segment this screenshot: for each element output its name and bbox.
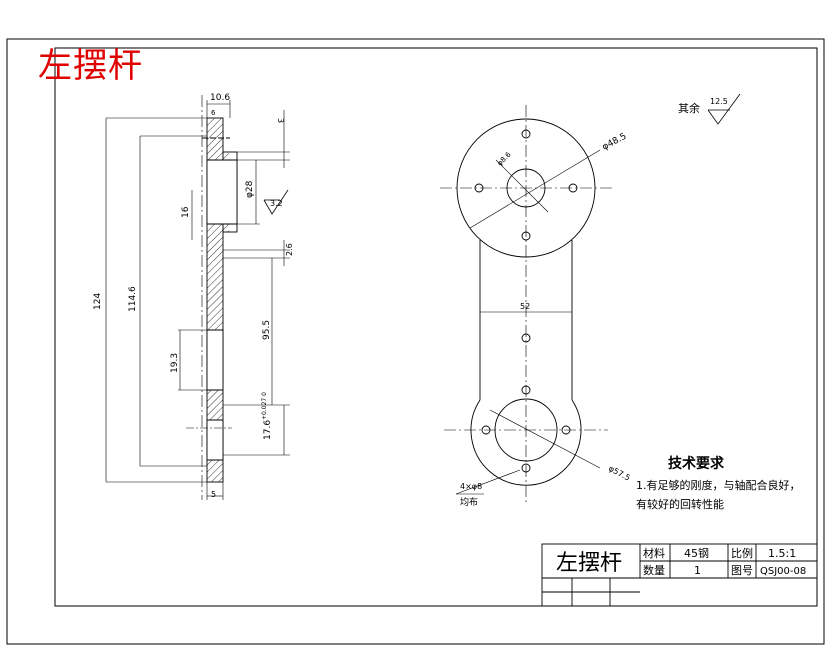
drawing-no-label: 图号 <box>731 564 753 577</box>
dim-hub-len: 16 <box>181 206 191 218</box>
dim-total-len: 124 <box>93 293 103 310</box>
dim-thk-small: 6 <box>211 109 216 117</box>
side-view-labels: 10.6 6 3 124 114.6 φ28 16 3.2 2.6 95.5 1… <box>93 93 294 499</box>
tech-heading: 技术要求 <box>668 455 725 472</box>
dim-big-dia: φ48.5 <box>601 132 629 153</box>
drawing-no-value: QSJ00-08 <box>760 566 806 577</box>
dim-top-gap: 3 <box>276 118 285 123</box>
roughness-value: 12.5 <box>710 97 728 106</box>
outer-border <box>6 38 825 645</box>
inner-border <box>54 47 818 607</box>
dim-mid-len: 95.5 <box>262 320 272 340</box>
holes-note: 均布 <box>460 496 478 508</box>
scale-label: 比例 <box>731 546 753 560</box>
dim-inner-len: 114.6 <box>128 286 138 312</box>
qty-value: 1 <box>694 564 701 577</box>
tech-line-1: 1.有足够的刚度，与轴配合良好， <box>636 478 801 492</box>
qty-label: 数量 <box>643 564 665 577</box>
title-block-text: 左摆杆 材料 45钢 比例 1.5:1 数量 1 图号 QSJ00-08 <box>556 546 806 577</box>
dim-small-dia: φ8.6 <box>496 150 513 167</box>
dim-bore-dia: φ28 <box>245 180 255 198</box>
dim-lower-dia: φ57.5 <box>607 464 632 483</box>
tech-requirements: 技术要求 1.有足够的刚度，与轴配合良好， 有较好的回转性能 <box>636 455 801 511</box>
part-name: 左摆杆 <box>556 551 622 576</box>
dim-step: 2.6 <box>285 243 294 256</box>
scale-value: 1.5:1 <box>768 547 796 560</box>
title-block <box>541 543 818 607</box>
dim-holes: 4×φ8 <box>460 482 482 491</box>
corner-title: 左摆杆 <box>38 46 143 86</box>
dim-width: 52 <box>520 302 530 311</box>
side-view <box>105 95 290 500</box>
dim-slot: 19.3 <box>170 353 180 373</box>
dim-hole-offset: 17.6 <box>263 420 273 440</box>
tech-line-2: 有较好的回转性能 <box>636 497 724 511</box>
material-value: 45钢 <box>684 547 709 560</box>
material-label: 材料 <box>643 546 665 560</box>
dim-top-width: 10.6 <box>210 93 230 103</box>
surface-mark: 3.2 <box>270 199 283 208</box>
dim-bottom-thk: 5 <box>211 490 216 499</box>
roughness-label: 其余 <box>678 101 700 115</box>
front-view <box>440 105 612 505</box>
dim-tolerance: +0.027 0 <box>261 392 268 420</box>
roughness-symbol <box>707 93 741 125</box>
